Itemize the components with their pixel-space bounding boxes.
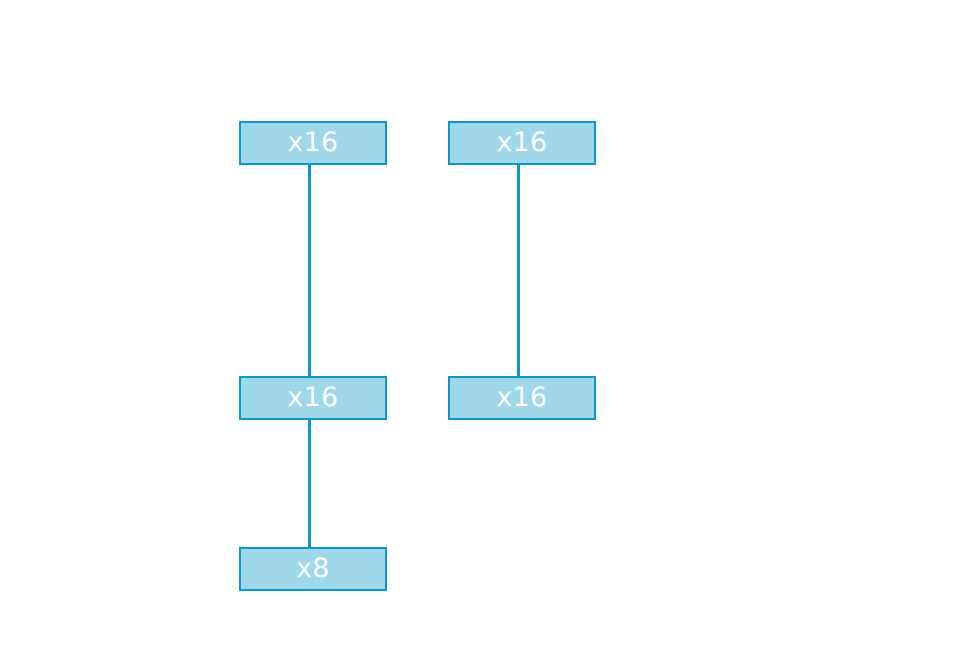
node-left-top: x16 [239,121,387,165]
node-left-bottom: x8 [239,547,387,591]
node-left-middle: x16 [239,376,387,420]
node-right-top: x16 [448,121,596,165]
connector-left-middle-to-bottom [308,419,311,549]
node-right-middle: x16 [448,376,596,420]
connector-left-top-to-middle [308,164,311,378]
connector-right-top-to-middle [517,164,520,378]
